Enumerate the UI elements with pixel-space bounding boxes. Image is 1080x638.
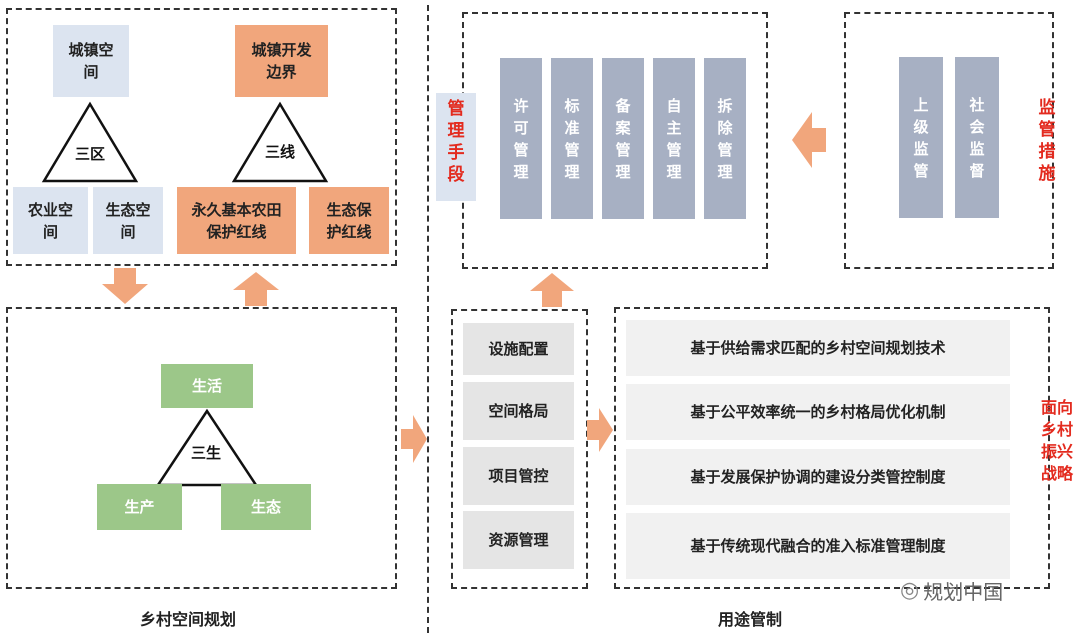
management-item: 标准管理 (551, 58, 593, 219)
left-arrow-supervision (792, 112, 826, 168)
agri-space-box: 农业空间 (13, 187, 88, 254)
top-left-frame (6, 8, 397, 266)
control-item: 资源管理 (463, 511, 574, 569)
eco-space-box: 生态空间 (93, 187, 163, 254)
three-life-label: 三生 (190, 444, 221, 462)
three-lines-triangle (231, 101, 329, 183)
living-box: 生活 (161, 364, 253, 408)
production-label: 生产 (124, 498, 155, 516)
supervision-label: 监管措施 (1038, 98, 1056, 184)
strategies-frame (614, 307, 1050, 589)
right-arrow-strategies (587, 408, 613, 452)
strategy-item: 基于公平效率统一的乡村格局优化机制 (626, 384, 1010, 440)
strategy-item: 基于发展保护协调的建设分类管控制度 (626, 449, 1010, 505)
urban-space-label: 城镇空间 (68, 41, 114, 81)
living-label: 生活 (191, 377, 222, 395)
control-item: 空间格局 (463, 382, 574, 440)
strategy-item: 基于供给需求匹配的乡村空间规划技术 (626, 320, 1010, 376)
farmland-redline-box: 永久基本农田保护红线 (177, 187, 296, 254)
management-items: 许可管理 标准管理 备案管理 自主管理 拆除管理 (500, 58, 746, 219)
management-item: 备案管理 (602, 58, 644, 219)
eco-redline-box: 生态保护红线 (309, 187, 389, 254)
management-item: 自主管理 (653, 58, 695, 219)
three-lines-label: 三线 (264, 143, 295, 161)
management-item: 拆除管理 (704, 58, 746, 219)
controls-frame (451, 309, 588, 589)
up-arrow-management (530, 273, 574, 307)
ecology-box: 生态 (221, 484, 311, 530)
three-zones-triangle (41, 101, 139, 183)
watermark-text: 规划中国 (923, 580, 1004, 604)
production-box: 生产 (97, 484, 182, 530)
three-life-triangle (155, 408, 259, 487)
down-arrow-left (102, 268, 148, 304)
watermark: ◎ 规划中国 (900, 576, 1003, 605)
supervision-frame (844, 12, 1054, 269)
eco-space-label: 生态空间 (105, 200, 151, 241)
bottom-left-frame (6, 307, 397, 589)
three-zones-label: 三区 (74, 145, 105, 163)
control-item: 项目管控 (463, 447, 574, 505)
management-label: 管理手段 (436, 93, 476, 201)
urban-boundary-label: 城镇开发边界 (251, 41, 312, 81)
agri-space-label: 农业空间 (27, 200, 73, 241)
urban-space-box: 城镇空间 (53, 25, 129, 97)
eco-redline-label: 生态保护红线 (326, 200, 372, 241)
center-divider (427, 5, 429, 633)
rural-revitalization-label: 面向乡村振兴战略 (1040, 398, 1073, 483)
management-item: 许可管理 (500, 58, 542, 219)
right-caption: 用途管制 (718, 610, 783, 629)
control-item: 设施配置 (463, 323, 574, 375)
up-arrow-left (233, 272, 279, 306)
supervision-item: 上级监管 (899, 57, 943, 218)
farmland-redline-label: 永久基本农田保护红线 (191, 200, 282, 241)
ecology-label: 生态 (250, 498, 281, 516)
supervision-item: 社会监督 (955, 57, 999, 218)
left-caption: 乡村空间规划 (140, 610, 237, 629)
urban-boundary-box: 城镇开发边界 (235, 25, 328, 97)
strategy-item: 基于传统现代融合的准入标准管理制度 (626, 513, 1010, 579)
right-arrow-center (401, 415, 427, 463)
wechat-icon: ◎ (900, 578, 920, 603)
